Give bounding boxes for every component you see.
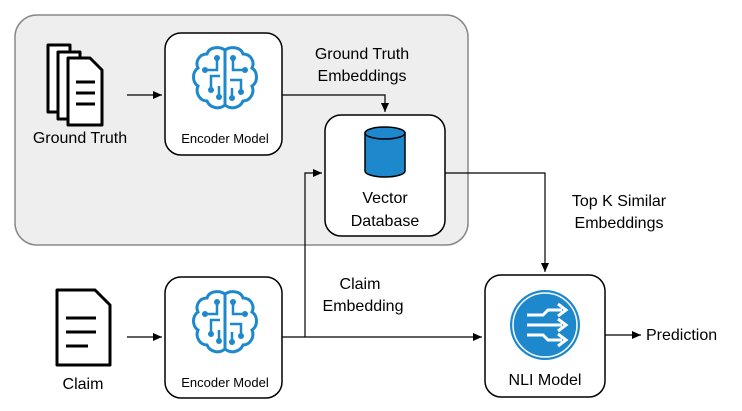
vector-database-label-line2: Database [351,213,420,230]
edge-vector-db-to-nli [445,172,549,272]
claim-embedding-label-line2: Embedding [323,298,404,315]
ground-truth-label: Ground Truth [33,130,127,147]
database-icon [364,126,406,178]
claim-document-icon [55,288,112,367]
document-stack-icon [46,43,104,127]
claim-embedding-label-line1: Claim [340,276,381,293]
encoder-model-bottom-label: Encoder Model [181,375,269,390]
top-k-label-line2: Embeddings [575,215,664,232]
encoder-model-top-label: Encoder Model [181,131,269,146]
nli-icon [510,290,580,360]
top-k-label-line1: Top K Similar [572,193,667,210]
edge-encoder-to-vector-db [282,94,389,112]
claim-label: Claim [63,376,104,393]
ground-truth-embeddings-label-line2: Embeddings [318,68,407,85]
edge-claim-embedding-to-vector-db [304,169,322,337]
vector-database-label-line1: Vector [362,190,408,207]
ground-truth-embeddings-label-line1: Ground Truth [315,46,409,63]
prediction-label: Prediction [646,327,717,344]
nli-model-label: NLI Model [509,372,582,389]
